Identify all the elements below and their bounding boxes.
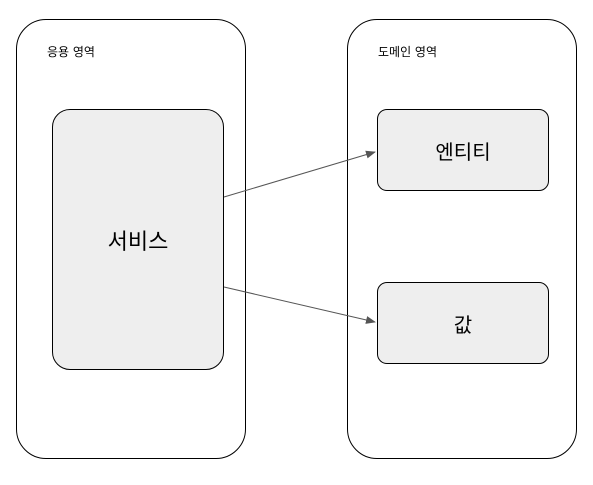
value-label: 값 bbox=[453, 312, 473, 337]
domain-area-container: 도메인 영역 bbox=[347, 19, 577, 459]
value-node: 값 bbox=[377, 282, 549, 364]
application-area-label: 응용 영역 bbox=[47, 45, 95, 59]
service-label: 서비스 bbox=[107, 229, 169, 255]
service-node: 서비스 bbox=[52, 109, 224, 370]
domain-area-label: 도메인 영역 bbox=[378, 45, 438, 59]
entity-label: 엔티티 bbox=[435, 139, 491, 164]
entity-node: 엔티티 bbox=[377, 109, 549, 191]
